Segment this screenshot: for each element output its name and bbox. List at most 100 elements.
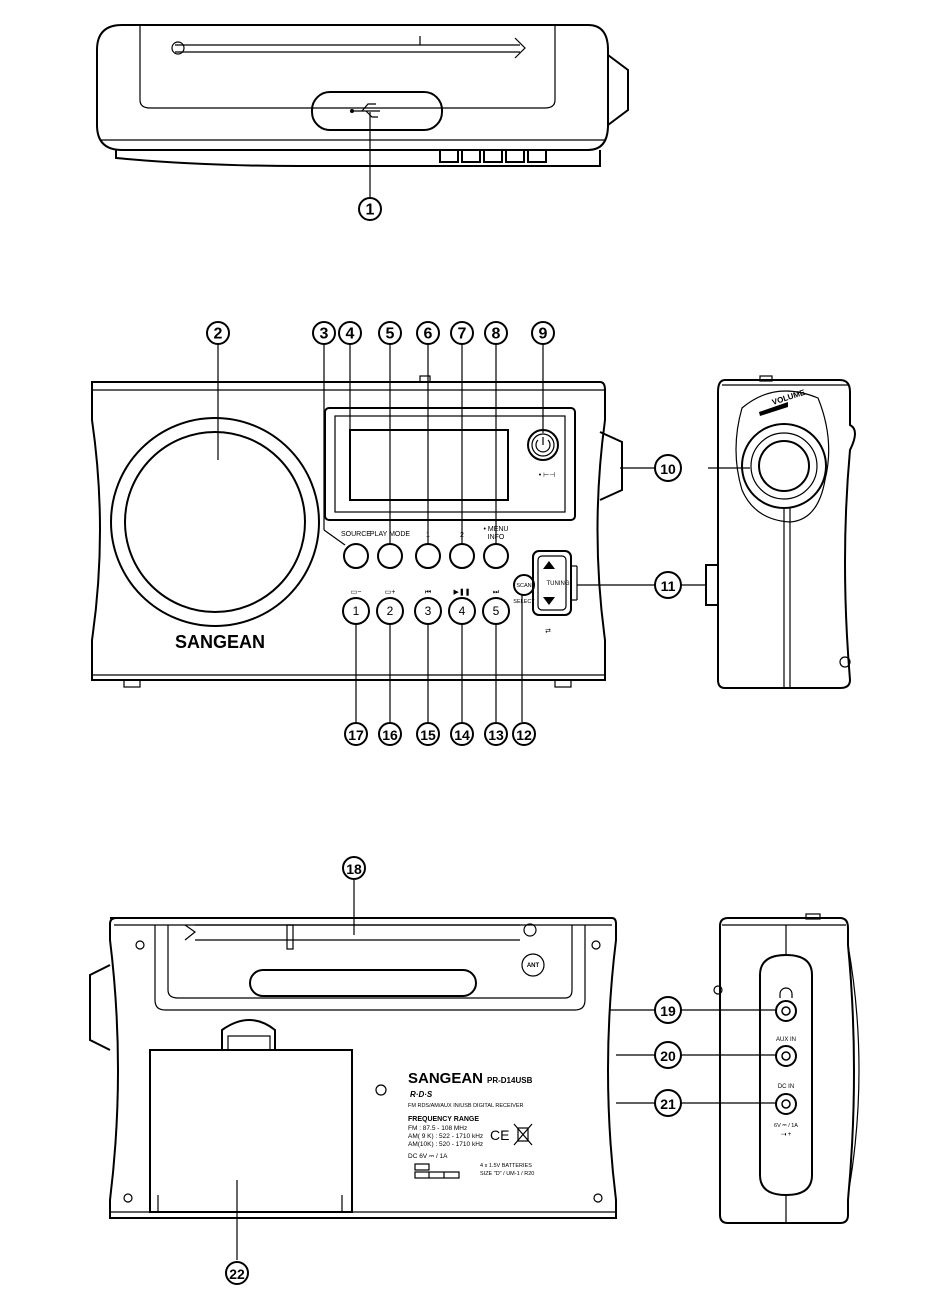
dc-in-label: DC IN <box>778 1084 794 1090</box>
preset-4-label: 4 <box>459 604 466 618</box>
svg-text:20: 20 <box>660 1048 676 1064</box>
callout-5: 5 <box>378 321 402 345</box>
prev-track-icon: ⏮ <box>425 589 431 596</box>
receiver-description: FM RDS/AM/AUX IN/USB DIGITAL RECEIVER <box>408 1103 524 1109</box>
callout-12: 12 <box>512 722 536 746</box>
callout-11: 11 <box>654 571 682 599</box>
svg-text:7: 7 <box>458 326 467 343</box>
svg-text:5: 5 <box>386 326 395 343</box>
rear-view: ANT SANGEAN PR-D14USB R·D·S FM RDS/AM/AU… <box>89 917 617 1219</box>
headphone-icon <box>779 987 793 998</box>
svg-text:2: 2 <box>214 326 223 343</box>
tuning-down-icon[interactable] <box>543 597 555 605</box>
freq-am10: AM(10K) : 520 - 1710 kHz <box>408 1141 483 1148</box>
svg-text:3: 3 <box>320 326 329 343</box>
svg-text:4: 4 <box>346 326 355 343</box>
volume-wedge-icon <box>759 402 788 416</box>
select-label: SELECT <box>513 599 535 605</box>
headphone-jack[interactable] <box>775 987 797 1022</box>
front-brand-logo: SANGEAN <box>175 632 265 652</box>
svg-text:16: 16 <box>382 727 398 743</box>
svg-text:19: 19 <box>660 1003 676 1019</box>
dc-in-jack[interactable]: DC IN 6V ⎓ / 1A −◐+ <box>774 1084 798 1138</box>
callout-6: 6 <box>416 321 440 345</box>
play-mode-button[interactable] <box>377 543 403 569</box>
svg-text:21: 21 <box>660 1096 676 1112</box>
lcd-display <box>349 429 509 501</box>
callout-21: 21 <box>654 1089 682 1117</box>
callout-8: 8 <box>484 321 508 345</box>
weee-bin-icon <box>513 1123 533 1146</box>
svg-text:8: 8 <box>492 326 501 343</box>
polarity-icon: −◐+ <box>781 1132 792 1138</box>
alarm1-button[interactable] <box>415 543 441 569</box>
callout-20: 20 <box>654 1041 682 1069</box>
speaker-grille <box>110 417 320 627</box>
callout-3: 3 <box>312 321 336 345</box>
svg-text:ANT: ANT <box>527 963 540 969</box>
freq-am9: AM( 9 K) : 522 - 1710 kHz <box>408 1133 483 1140</box>
folder-plus-icon: ▭+ <box>385 589 396 596</box>
preset-3-label: 3 <box>425 604 432 618</box>
preset-5-label: 5 <box>493 604 500 618</box>
svg-text:9: 9 <box>539 326 548 343</box>
usb-icon <box>350 103 380 118</box>
menu-info-button[interactable] <box>483 543 509 569</box>
tuning-control[interactable]: TUNING <box>532 550 578 616</box>
top-button-row: SOURCE PLAY MODE 1 2 • MENU INFO <box>341 526 509 569</box>
svg-text:22: 22 <box>229 1266 245 1282</box>
top-view <box>96 24 629 198</box>
callout-22: 22 <box>225 1261 249 1285</box>
freq-fm: FM : 87.5 - 108 MHz <box>408 1125 467 1132</box>
auto-tune-icon: ⇄ <box>545 628 551 635</box>
tuning-up-icon[interactable] <box>543 561 555 569</box>
alarm2-button[interactable] <box>449 543 475 569</box>
callout-19: 19 <box>654 996 682 1024</box>
model-number: PR-D14USB <box>487 1076 533 1085</box>
source-button[interactable] <box>343 543 369 569</box>
preset-1-label: 1 <box>353 604 360 618</box>
callout-10: 10 <box>654 454 682 482</box>
svg-text:12: 12 <box>516 727 532 743</box>
side-view-volume: VOLUME <box>705 375 856 689</box>
callout-18: 18 <box>342 856 366 880</box>
svg-text:11: 11 <box>661 578 676 594</box>
callout-17: 17 <box>344 722 368 746</box>
aux-in-label: AUX IN <box>776 1037 796 1043</box>
battery-line-1: 4 x 1.5V BATTERIES <box>480 1163 532 1169</box>
svg-text:14: 14 <box>454 727 470 743</box>
preset-button-row: ▭− ▭+ ⏮ ▶❚❚ ⏭ 1 2 3 4 5 <box>342 588 510 625</box>
svg-text:SCAN: SCAN <box>516 583 531 589</box>
play-pause-icon: ▶❚❚ <box>453 588 470 596</box>
svg-text:6: 6 <box>424 326 433 343</box>
next-track-icon: ⏭ <box>493 589 500 596</box>
callout-4: 4 <box>338 321 362 345</box>
callout-16: 16 <box>378 722 402 746</box>
battery-orientation-icon <box>414 1163 460 1179</box>
preset-2-label: 2 <box>387 604 394 618</box>
svg-text:18: 18 <box>346 861 362 877</box>
rear-label-block: SANGEAN PR-D14USB R·D·S FM RDS/AM/AUX IN… <box>408 1070 534 1179</box>
rear-brand-logo: SANGEAN <box>408 1070 483 1087</box>
callout-2: 2 <box>206 321 230 345</box>
sleep-icon: • ⊢⊣ <box>539 472 556 479</box>
dc-rating: DC 6V ⎓ / 1A <box>408 1153 448 1160</box>
volume-knob[interactable] <box>741 423 827 509</box>
svg-text:15: 15 <box>420 727 436 743</box>
aux-in-jack[interactable]: AUX IN <box>775 1037 797 1067</box>
callout-15: 15 <box>416 722 440 746</box>
leader-lines <box>217 342 776 1260</box>
callout-14: 14 <box>450 722 474 746</box>
battery-compartment-door[interactable] <box>149 1019 353 1213</box>
svg-text:13: 13 <box>488 727 504 743</box>
callouts: 1 2 3 4 5 6 7 8 9 10 11 12 13 14 15 16 1… <box>206 197 682 1285</box>
callout-9: 9 <box>531 321 555 345</box>
dc-spec-label: 6V ⎓ / 1A <box>774 1123 798 1129</box>
ant-terminal: ANT <box>521 953 545 977</box>
side-view-jacks: AUX IN DC IN 6V ⎓ / 1A −◐+ <box>713 913 860 1224</box>
svg-text:17: 17 <box>348 727 364 743</box>
ce-mark: CE <box>490 1127 509 1143</box>
svg-text:1: 1 <box>366 202 375 219</box>
power-button[interactable] <box>527 429 559 461</box>
